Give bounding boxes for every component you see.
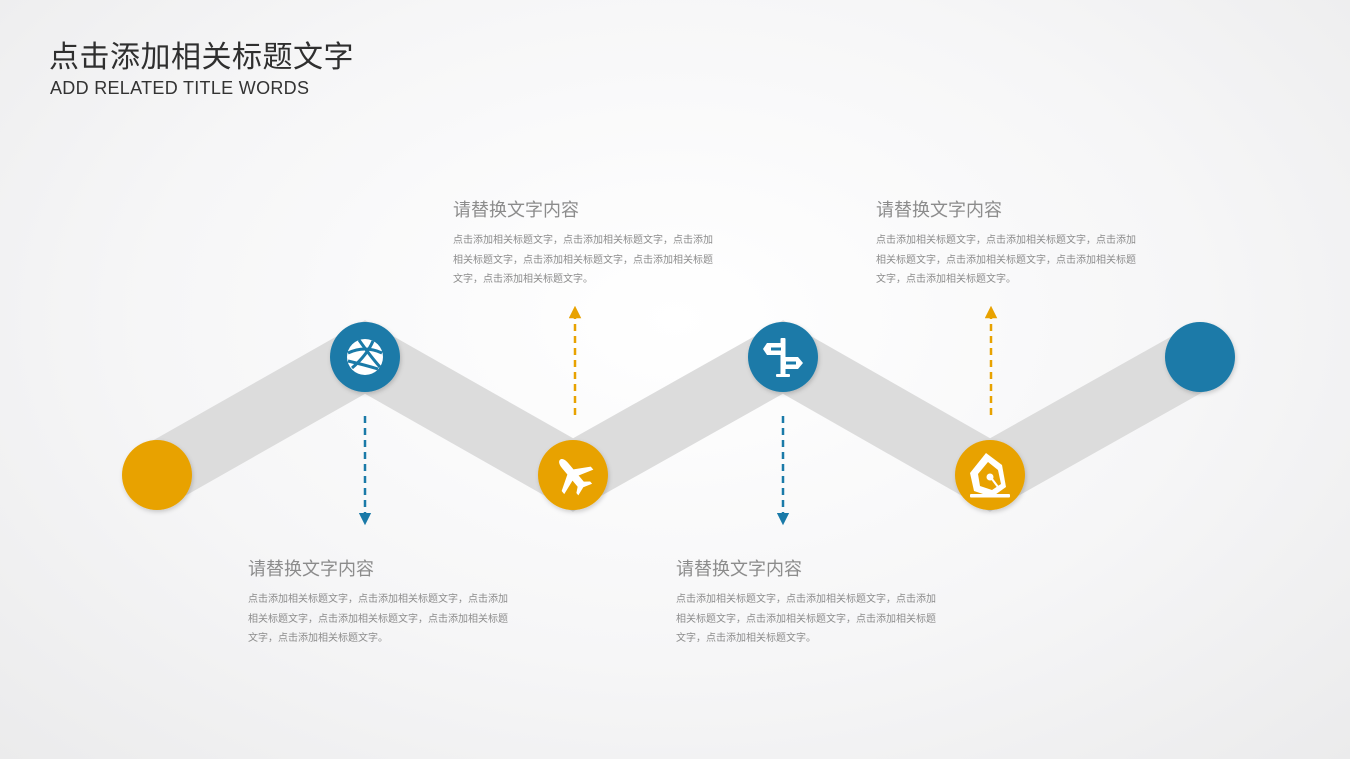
signpost-icon	[763, 338, 803, 377]
text-block-heading: 请替换文字内容	[876, 200, 1002, 221]
text-block-heading: 请替换文字内容	[676, 559, 802, 580]
text-block-2: 请替换文字内容 点击添加相关标题文字，点击添加相关标题文字，点击添加相关标题文字…	[876, 196, 1141, 290]
page-subtitle: ADD RELATED TITLE WORDS	[50, 78, 310, 98]
step-circle-6	[1165, 322, 1235, 392]
text-block-heading: 请替换文字内容	[248, 559, 374, 580]
airplane-icon	[559, 458, 594, 496]
text-block-1: 请替换文字内容 点击添加相关标题文字，点击添加相关标题文字，点击添加相关标题文字…	[453, 196, 718, 290]
text-block-heading: 请替换文字内容	[453, 200, 579, 221]
pen-nib-icon	[970, 453, 1010, 498]
text-block-3: 请替换文字内容 点击添加相关标题文字，点击添加相关标题文字，点击添加相关标题文字…	[248, 555, 513, 649]
zigzag-band	[125, 320, 1232, 512]
text-block-body: 点击添加相关标题文字，点击添加相关标题文字，点击添加相关标题文字，点击添加相关标…	[453, 235, 713, 285]
step-circle-1	[122, 440, 192, 510]
basketball-icon	[347, 339, 383, 375]
text-block-body: 点击添加相关标题文字，点击添加相关标题文字，点击添加相关标题文字，点击添加相关标…	[248, 594, 508, 644]
text-block-4: 请替换文字内容 点击添加相关标题文字，点击添加相关标题文字，点击添加相关标题文字…	[676, 555, 941, 649]
text-block-body: 点击添加相关标题文字，点击添加相关标题文字，点击添加相关标题文字，点击添加相关标…	[676, 594, 936, 644]
page-title: 点击添加相关标题文字	[49, 40, 354, 75]
text-block-body: 点击添加相关标题文字，点击添加相关标题文字，点击添加相关标题文字，点击添加相关标…	[876, 235, 1136, 285]
